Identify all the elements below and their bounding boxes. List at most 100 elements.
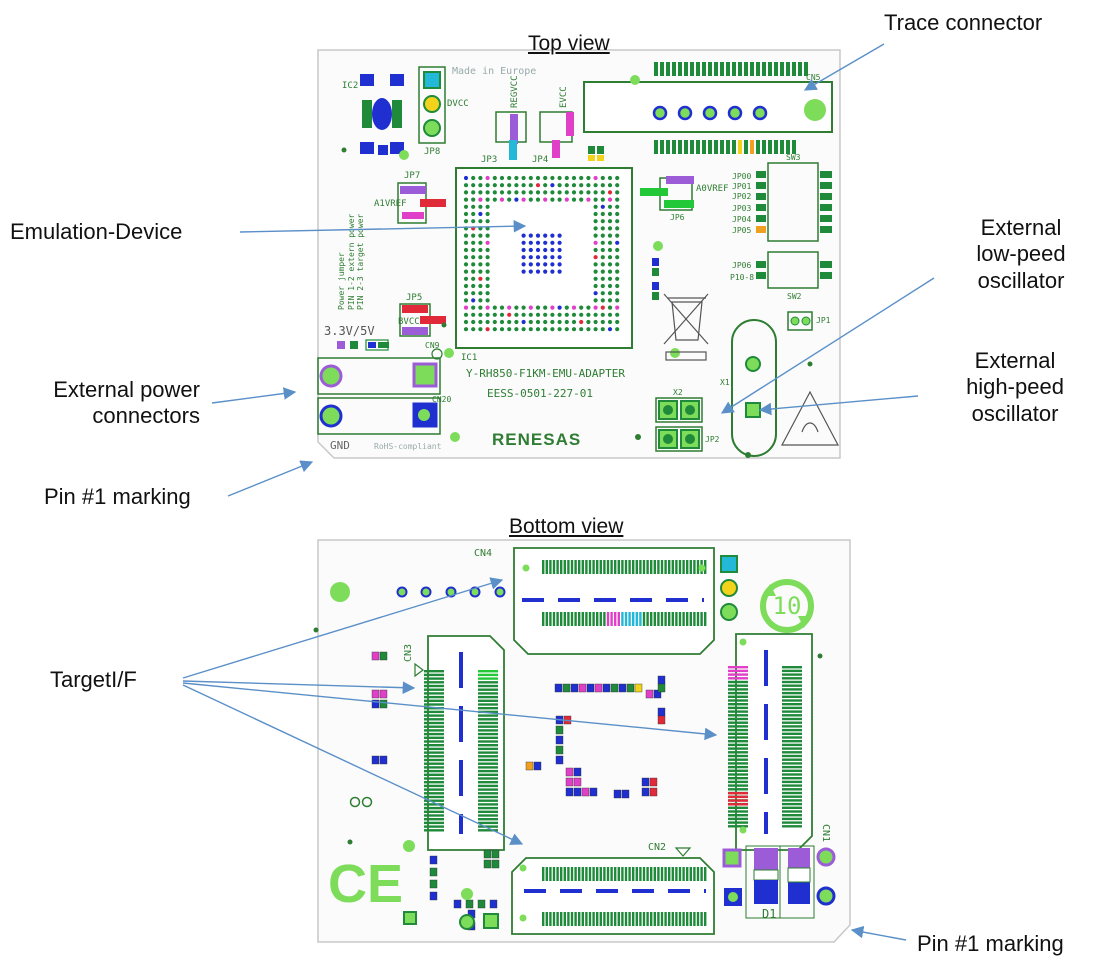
connector-pin <box>563 612 566 626</box>
smd-part <box>379 689 388 699</box>
cn5-pin <box>756 62 760 76</box>
connector-pin <box>478 766 498 769</box>
connector-pin <box>606 867 610 881</box>
connector-pin <box>588 867 592 881</box>
connector-pin <box>556 560 559 574</box>
connector-pin <box>728 673 748 676</box>
smd-part <box>649 787 658 797</box>
connector-pin <box>621 867 624 881</box>
smd-part <box>483 859 492 869</box>
bga-ball <box>607 219 613 224</box>
bga-ball <box>607 226 613 231</box>
trace-connector-callout: Trace connector <box>884 10 1043 35</box>
bga-ball <box>478 298 483 303</box>
connector-pin <box>660 560 664 574</box>
connector-pin <box>782 680 802 684</box>
cn4-label: CN4 <box>474 548 492 559</box>
connector-pin <box>424 684 444 688</box>
connector-pin <box>782 814 802 817</box>
connector-pin <box>728 810 748 813</box>
connector-pin <box>728 740 748 743</box>
bottom-view-title: Bottom view <box>509 515 624 538</box>
connector-pin <box>628 912 631 926</box>
cn5-pin <box>762 140 766 154</box>
connector-pin <box>478 755 498 758</box>
bga-ball <box>463 283 469 289</box>
bga-ball <box>485 219 490 224</box>
cn5-pin <box>768 62 772 76</box>
bga-ball <box>557 327 562 332</box>
connector-pin <box>478 762 498 765</box>
bga-ball <box>586 183 591 188</box>
via-pad <box>459 914 475 930</box>
sw3-pad-left <box>756 193 766 200</box>
bga-ball <box>543 183 548 188</box>
smd-part <box>565 787 574 797</box>
bga-ball <box>471 219 476 224</box>
cn5-pin <box>744 140 748 154</box>
connector-pin <box>574 912 577 926</box>
smd-part <box>618 683 627 693</box>
bga-ball <box>607 269 613 274</box>
dot <box>313 627 319 633</box>
bga-ball <box>463 312 469 317</box>
connector-pin <box>782 747 802 750</box>
smd-part <box>429 855 438 865</box>
bga-ball <box>535 319 541 325</box>
bga-ball <box>593 226 598 231</box>
connector-pin <box>728 814 748 817</box>
bga-ball <box>593 190 598 195</box>
connector-pin <box>657 612 660 626</box>
bga-ball <box>557 305 562 310</box>
connector-pin <box>424 795 444 799</box>
connector-pin <box>596 867 599 881</box>
dvcc-label: DVCC <box>447 99 469 109</box>
smd-part <box>371 689 380 699</box>
jp8-label: JP8 <box>424 147 440 157</box>
connector-pin <box>478 806 498 810</box>
connector-pin <box>478 740 498 743</box>
ic2-label: IC2 <box>342 81 358 91</box>
connector-pin <box>678 612 682 626</box>
connector-pin <box>782 802 802 806</box>
connector-pin <box>478 729 498 732</box>
connector-pin <box>549 867 552 881</box>
smd-part <box>565 767 574 777</box>
smd-part <box>465 899 474 909</box>
bga-ball <box>543 269 548 274</box>
bga-ball <box>579 197 584 202</box>
jp2-label: JP2 <box>705 435 720 444</box>
connector-pin <box>642 560 646 574</box>
bga-ball <box>471 269 476 274</box>
smd-part <box>602 683 611 693</box>
connector-pin <box>650 912 653 926</box>
bga-ball <box>463 327 469 332</box>
connector-pin <box>606 912 610 926</box>
bga-ball <box>557 233 562 238</box>
bga-ball <box>600 262 605 267</box>
bga-ball <box>615 197 620 202</box>
bga-ball <box>615 298 620 303</box>
bga-ball <box>485 291 490 296</box>
connector-pin <box>646 560 649 574</box>
connector-pin <box>560 560 563 574</box>
connector-pin <box>624 612 628 626</box>
cn5-pin <box>774 140 778 154</box>
sw2-switch <box>756 251 832 289</box>
connector-pin <box>585 912 588 926</box>
connector-pin <box>639 912 642 926</box>
bga-ball <box>507 197 512 202</box>
bga-ball <box>615 312 620 317</box>
connector-pin <box>675 560 678 574</box>
bga-ball <box>485 183 490 188</box>
smd-part <box>626 683 635 693</box>
bga-ball <box>571 175 577 181</box>
ce-mark: CE <box>328 854 403 914</box>
connector-pin <box>628 612 631 626</box>
connector-pin <box>671 867 674 881</box>
connector-pin <box>585 867 588 881</box>
x1-label: X1 <box>720 378 730 387</box>
bga-ball <box>528 269 533 274</box>
bga-ball <box>586 197 591 202</box>
cn5-pin <box>720 62 724 76</box>
